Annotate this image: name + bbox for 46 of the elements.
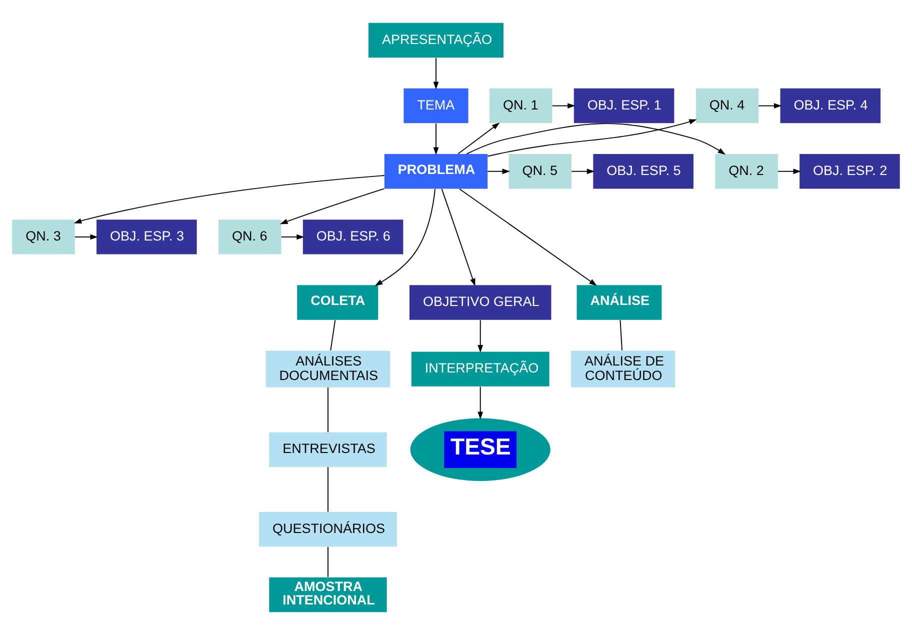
node-box: APRESENTAÇÃO	[368, 22, 504, 58]
node-box: OBJ. ESP. 2	[800, 154, 900, 189]
node-box: QN. 5	[508, 154, 572, 189]
arrow	[459, 188, 597, 286]
node-box: AMOSTRA INTENCIONAL	[269, 577, 387, 612]
node-box: OBJ. ESP. 5	[593, 154, 694, 189]
node-box: TEMA	[404, 88, 468, 124]
node-box: OBJ. ESP. 6	[302, 220, 404, 254]
arrow	[758, 103, 782, 108]
connector	[330, 320, 336, 351]
node-box: QUESTIONÁRIOS	[259, 512, 397, 547]
node-box: ANÁLISES DOCUMENTAIS	[266, 350, 390, 388]
node-box: QN. 3	[12, 220, 75, 254]
arrow	[433, 57, 439, 90]
arrow	[487, 168, 510, 174]
node-box: ENTREVISTAS	[269, 432, 387, 467]
node-box: QN. 6	[218, 220, 282, 254]
arrow	[74, 175, 385, 224]
arrow	[458, 122, 500, 154]
connector	[620, 320, 622, 351]
arrow	[777, 168, 801, 174]
node-ellipse: TESE	[410, 418, 550, 481]
node-box: ANÁLISE	[576, 285, 662, 320]
node-box: OBJ. ESP. 3	[96, 220, 197, 254]
node-box: INTERPRETAÇÃO	[411, 352, 550, 386]
arrow	[433, 123, 439, 156]
node-box: QN. 4	[696, 88, 759, 124]
arrow	[552, 103, 576, 108]
node-box: PROBLEMA	[384, 154, 488, 189]
arrow	[478, 386, 484, 420]
node-box: OBJETIVO GERAL	[409, 285, 552, 320]
arrow	[487, 119, 697, 157]
arrow	[478, 320, 484, 353]
arrow	[571, 168, 595, 174]
node-box: COLETA	[297, 285, 378, 320]
node-box: OBJ. ESP. 1	[574, 88, 674, 124]
arrow	[374, 188, 436, 286]
arrow	[74, 234, 98, 240]
node-box: QN. 1	[490, 88, 552, 124]
arrow	[280, 188, 385, 224]
node-box: QN. 2	[715, 154, 778, 189]
arrow	[280, 234, 304, 240]
arrow	[441, 188, 476, 286]
arrow	[466, 123, 726, 155]
node-box: OBJ. ESP. 4	[780, 88, 881, 124]
node-box: ANÁLISE DE CONTEÚDO	[571, 350, 676, 388]
